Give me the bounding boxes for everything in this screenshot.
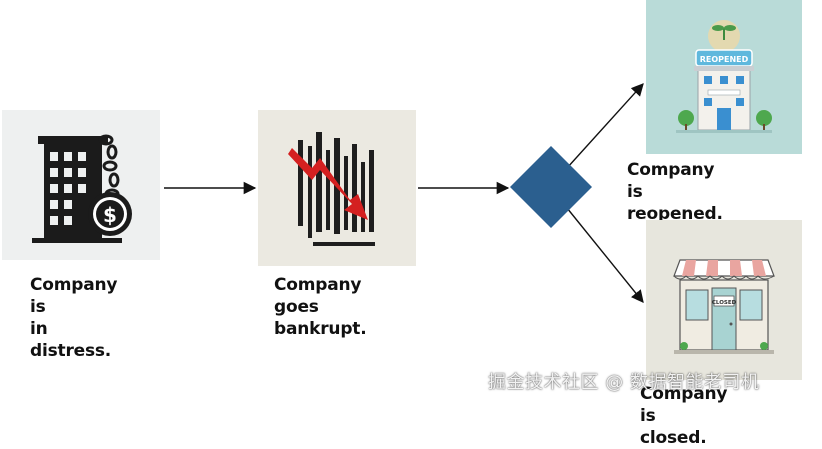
reopened-building-icon: REOPENED <box>646 0 802 154</box>
node-label-bankrupt: Company goes bankrupt. <box>274 275 367 339</box>
node-label-reopened: Company is reopened. <box>627 160 723 224</box>
closed-store-icon: CLOSED <box>646 220 802 380</box>
building-debt-ball-icon: $ <box>2 110 160 260</box>
reopened-sign-text: REOPENED <box>700 55 749 64</box>
watermark-text: 掘金技术社区 @ 数据智能老司机 <box>488 372 760 393</box>
falling-chart-arrow-icon <box>258 110 416 266</box>
node-label-distress: Company is in distress. <box>30 275 118 361</box>
svg-text:$: $ <box>103 203 117 227</box>
decision-diamond <box>510 146 592 228</box>
closed-sign-text: CLOSED <box>712 300 737 306</box>
